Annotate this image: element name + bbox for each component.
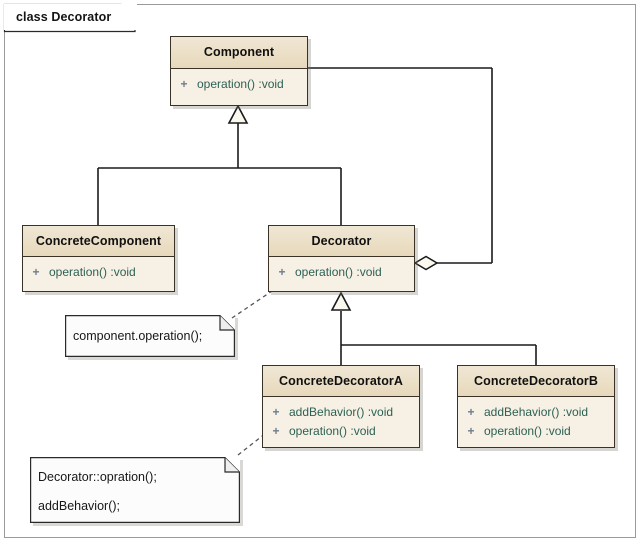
class-member: + operation() :void: [23, 262, 174, 281]
class-box-concrete-component[interactable]: ConcreteComponent + operation() :void: [22, 225, 175, 292]
note-anchor-concrete-decorator-a: [237, 432, 267, 456]
member-return-type: :void: [258, 76, 284, 91]
class-box-concrete-decorator-b[interactable]: ConcreteDecoratorB + addBehavior() :void…: [457, 365, 615, 448]
member-return-type: :void: [562, 404, 589, 419]
note-line: component.operation();: [73, 329, 203, 343]
class-name-concrete-decorator-a: ConcreteDecoratorA: [263, 366, 419, 397]
member-return-type: :void: [367, 404, 394, 419]
member-return-type: :void: [356, 264, 382, 279]
class-box-concrete-decorator-a[interactable]: ConcreteDecoratorA + addBehavior() :void…: [262, 365, 420, 448]
member-signature: addBehavior() :void: [289, 405, 393, 419]
class-members-concrete-component: + operation() :void: [23, 257, 174, 291]
member-name: operation(): [484, 423, 543, 438]
member-name: addBehavior(): [289, 404, 365, 419]
note-anchor-decorator: [231, 290, 273, 319]
class-member: + operation() :void: [171, 74, 307, 93]
class-name-component: Component: [171, 37, 307, 69]
class-members-concrete-decorator-a: + addBehavior() :void + operation() :voi…: [263, 397, 419, 447]
class-name-decorator: Decorator: [269, 226, 414, 257]
class-name-concrete-component: ConcreteComponent: [23, 226, 174, 257]
member-signature: operation() :void: [197, 77, 284, 91]
visibility-marker: +: [467, 423, 475, 438]
note-shape: [30, 457, 240, 523]
note-body: Decorator::opration(); addBehavior();: [30, 457, 240, 512]
member-name: addBehavior(): [484, 404, 560, 419]
visibility-marker: +: [272, 423, 280, 438]
note-line: addBehavior();: [38, 498, 120, 513]
class-member: + addBehavior() :void: [263, 402, 419, 421]
class-member: + addBehavior() :void: [458, 402, 614, 421]
member-name: operation(): [49, 264, 108, 279]
class-members-component: + operation() :void: [171, 69, 307, 105]
member-signature: operation() :void: [49, 265, 136, 279]
class-box-decorator[interactable]: Decorator + operation() :void: [268, 225, 415, 292]
member-return-type: :void: [110, 264, 136, 279]
visibility-marker: +: [467, 404, 475, 419]
member-return-type: :void: [545, 423, 571, 438]
member-return-type: :void: [350, 423, 376, 438]
note-shape: [65, 315, 235, 357]
visibility-marker: +: [272, 404, 280, 419]
generalization-to-decorator: [340, 311, 537, 365]
generalization-arrowhead-decorator: [330, 291, 352, 311]
generalization-arrowhead-component: [227, 104, 249, 124]
generalization-to-component: [97, 122, 342, 225]
member-name: operation(): [295, 264, 354, 279]
note-body: component.operation();: [65, 315, 235, 343]
class-members-concrete-decorator-b: + addBehavior() :void + operation() :voi…: [458, 397, 614, 447]
class-members-decorator: + operation() :void: [269, 257, 414, 291]
class-name-concrete-decorator-b: ConcreteDecoratorB: [458, 366, 614, 397]
member-signature: operation() :void: [289, 424, 376, 438]
class-member: + operation() :void: [269, 262, 414, 281]
note-concrete-decorator-a[interactable]: Decorator::opration(); addBehavior();: [30, 457, 240, 523]
diagram-frame: [4, 4, 636, 538]
visibility-marker: +: [32, 264, 40, 279]
note-line: Decorator::opration();: [38, 470, 157, 484]
member-signature: addBehavior() :void: [484, 405, 588, 419]
member-signature: operation() :void: [484, 424, 571, 438]
visibility-marker: +: [180, 76, 188, 91]
aggregation-diamond: [413, 255, 439, 271]
class-member: + operation() :void: [458, 421, 614, 440]
member-name: operation(): [289, 423, 348, 438]
frame-tab-label: class Decorator: [4, 4, 138, 30]
member-name: operation(): [197, 76, 256, 91]
class-box-component[interactable]: Component + operation() :void: [170, 36, 308, 106]
visibility-marker: +: [278, 264, 286, 279]
note-decorator[interactable]: component.operation();: [65, 315, 235, 357]
member-signature: operation() :void: [295, 265, 382, 279]
class-member: + operation() :void: [263, 421, 419, 440]
aggregation-decorator-component: [308, 67, 493, 264]
